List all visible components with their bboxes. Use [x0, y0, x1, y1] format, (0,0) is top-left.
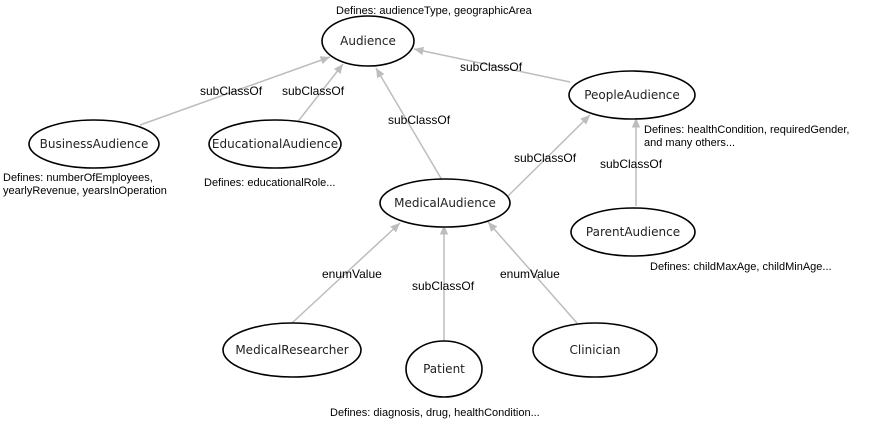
edge-label-patient: subClassOf	[412, 279, 475, 293]
note-business-line1: Defines: numberOfEmployees,	[3, 172, 153, 184]
note-parent: Defines: childMaxAge, childMinAge...	[650, 261, 832, 273]
note-people-line1: Defines: healthCondition, requiredGender…	[644, 124, 849, 136]
edges	[139, 46, 641, 341]
edge-label-researcher: enumValue	[322, 267, 382, 281]
notes: Defines: audienceType, geographicArea De…	[3, 5, 849, 419]
edge-label-clinician: enumValue	[500, 267, 560, 281]
node-clinician: Clinician	[532, 322, 658, 378]
note-business-line2: yearlyRevenue, yearsInOperation	[3, 185, 167, 197]
node-label-patient: Patient	[423, 362, 465, 376]
node-label-people-audience: PeopleAudience	[584, 88, 680, 102]
note-audience: Defines: audienceType, geographicArea	[336, 5, 533, 17]
node-educational-audience: EducationalAudience	[208, 119, 342, 169]
node-patient: Patient	[405, 340, 483, 398]
edge-medical-to-people	[507, 114, 591, 197]
node-business-audience: BusinessAudience	[28, 119, 160, 169]
note-patient: Defines: diagnosis, drug, healthConditio…	[330, 407, 540, 419]
node-people-audience: PeopleAudience	[568, 70, 696, 120]
edge-people-to-audience	[413, 46, 571, 83]
edge-label-parent: subClassOf	[600, 157, 663, 171]
edge-label-medical-audience: subClassOf	[388, 113, 451, 127]
edge-researcher-to-medical	[291, 222, 401, 324]
edge-label-business: subClassOf	[200, 84, 263, 98]
node-label-medical-audience: MedicalAudience	[394, 196, 496, 210]
edge-labels: subClassOf subClassOf subClassOf subClas…	[200, 60, 663, 293]
node-label-audience: Audience	[340, 34, 396, 48]
node-label-educational-audience: EducationalAudience	[212, 137, 338, 151]
edge-educational-to-audience	[295, 63, 344, 125]
edge-clinician-to-medical	[487, 221, 578, 324]
note-people-line2: and many others...	[644, 137, 735, 149]
edge-label-educational: subClassOf	[282, 84, 345, 98]
node-label-business-audience: BusinessAudience	[40, 137, 149, 151]
edge-label-people: subClassOf	[460, 60, 523, 74]
node-label-parent-audience: ParentAudience	[586, 225, 680, 239]
node-audience: Audience	[321, 15, 415, 67]
node-medical-audience: MedicalAudience	[379, 178, 511, 228]
node-medical-researcher: MedicalResearcher	[222, 322, 362, 378]
edge-medical-to-audience	[375, 67, 443, 181]
edge-label-medical-people: subClassOf	[514, 151, 577, 165]
note-educational: Defines: educationalRole...	[204, 177, 335, 189]
edge-business-to-audience	[139, 56, 331, 126]
node-label-clinician: Clinician	[570, 343, 621, 357]
node-parent-audience: ParentAudience	[570, 207, 696, 257]
node-label-medical-researcher: MedicalResearcher	[235, 343, 348, 357]
